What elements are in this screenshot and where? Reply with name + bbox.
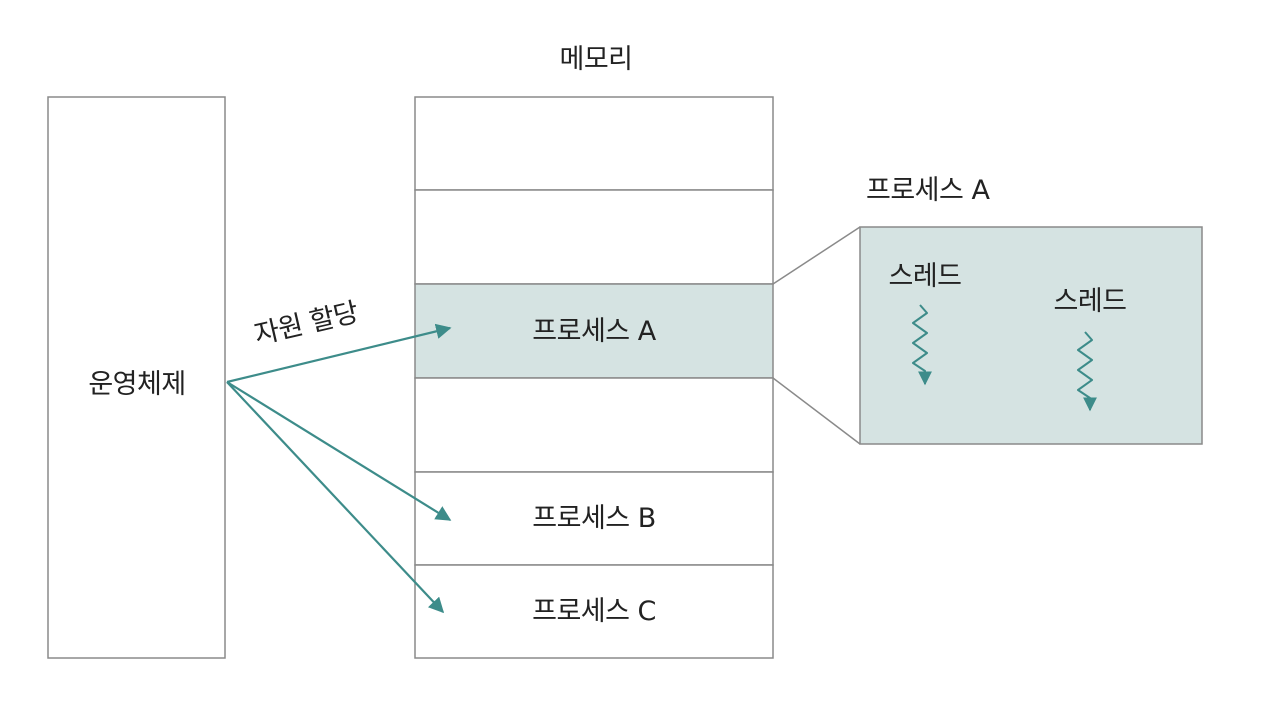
os-box: [47, 96, 226, 659]
memory-slot-2: [414, 189, 774, 285]
thread-2-label: 스레드: [1053, 286, 1127, 317]
arrow-to-process-b: [226, 381, 452, 521]
memory-slot-process-c: [414, 564, 774, 659]
memory-slot-process-b-label: 프로세스 B: [532, 503, 656, 534]
memory-slot-process-b: [414, 471, 774, 566]
zoom-connector-top: [772, 226, 861, 285]
thread-2-squiggle-arrow: [1077, 331, 1097, 412]
memory-slot-process-a-label: 프로세스 A: [532, 316, 656, 347]
memory-slot-process-a: [414, 283, 774, 379]
process-a-detail-box: [859, 226, 1203, 445]
arrow-to-process-a: [226, 323, 452, 384]
memory-title: 메모리: [559, 44, 633, 75]
thread-1-label: 스레드: [888, 261, 962, 292]
thread-1-squiggle-arrow: [912, 304, 932, 386]
os-label: 운영체제: [88, 369, 186, 400]
memory-slot-1: [414, 96, 774, 191]
arrow-to-process-c: [226, 381, 445, 614]
zoom-connector-bottom: [772, 377, 861, 445]
memory-slot-process-c-label: 프로세스 C: [532, 596, 656, 627]
process-a-detail-title: 프로세스 A: [866, 175, 990, 206]
memory-slot-4: [414, 377, 774, 473]
